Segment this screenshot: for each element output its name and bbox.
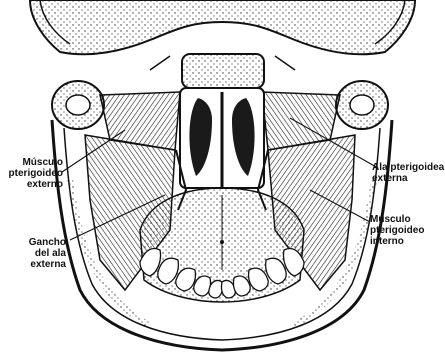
choanae [180, 88, 264, 188]
cranial-base [30, 0, 415, 88]
label-gancho-del-ala-externa: Gancho del ala externa [10, 237, 66, 270]
label-ala-pterigoidea-externa: Ala pterigoidea externa [372, 162, 444, 184]
palate-and-teeth [140, 188, 304, 302]
label-musculo-pterigoideo-externo: Músculo pterigoideo externo [3, 157, 63, 190]
label-musculo-pterigoideo-interno: Músculo pterigoideo interno [370, 214, 424, 247]
